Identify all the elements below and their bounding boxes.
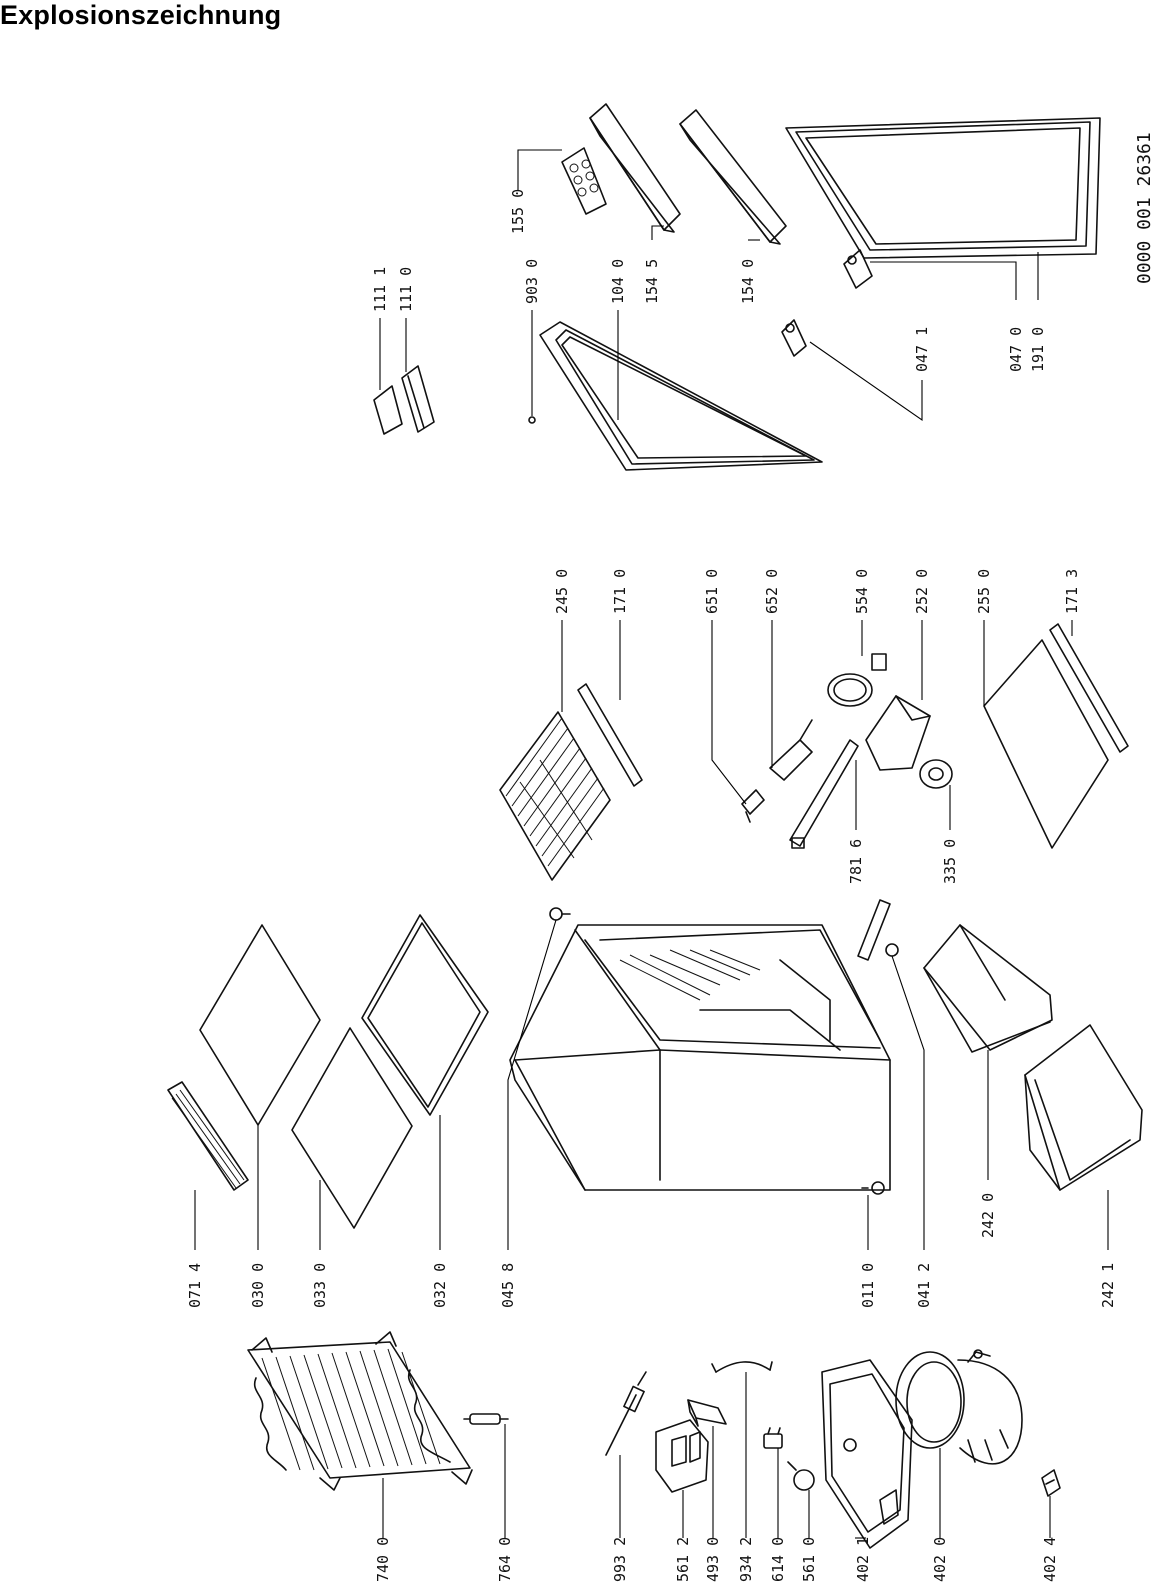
- label-903-0: 903 0: [523, 259, 541, 304]
- lamp-holder: [741, 789, 765, 823]
- egg-tray: [561, 147, 607, 215]
- relay-block: [655, 1419, 709, 1493]
- label-171-0: 171 0: [611, 569, 629, 614]
- lower-hinge: [843, 249, 873, 289]
- label-155-0: 155 0: [509, 189, 527, 234]
- door-handle: [373, 365, 435, 435]
- label-033-0: 033 0: [311, 1263, 329, 1308]
- label-252-0: 252 0: [913, 569, 931, 614]
- screw: [528, 416, 536, 424]
- label-255-0: 255 0: [975, 569, 993, 614]
- wire-shelf: [499, 711, 611, 881]
- label-242-0: 242 0: [979, 1193, 997, 1238]
- crisper-cover: [983, 639, 1109, 849]
- lamp-cover: [789, 739, 859, 849]
- label-402-1: 402 1: [854, 1537, 872, 1582]
- label-111-1: 111 1: [371, 267, 389, 312]
- part-labels: 740 0 764 0 993 2 561 2 493 0 934 2 614 …: [186, 132, 1155, 1582]
- control-housing: [865, 695, 931, 771]
- overload-protector: [787, 1461, 815, 1491]
- label-071-4: 071 4: [186, 1263, 204, 1308]
- cover-trim: [1049, 623, 1129, 753]
- label-047-1: 047 1: [913, 327, 931, 372]
- label-493-0: 493 0: [704, 1537, 722, 1582]
- label-993-2: 993 2: [611, 1537, 629, 1582]
- door-bin: [679, 109, 787, 245]
- page-title: Explosionszeichnung: [0, 0, 282, 30]
- label-934-2: 934 2: [737, 1537, 755, 1582]
- compressor: [895, 1349, 1023, 1465]
- upper-hinge: [781, 319, 807, 357]
- label-111-0: 111 0: [397, 267, 415, 312]
- top-panel: [199, 924, 321, 1126]
- shelf-trim: [577, 683, 643, 787]
- thermostat-sensor: [605, 1371, 647, 1456]
- label-047-0: 047 0: [1007, 327, 1025, 372]
- label-652-0: 652 0: [763, 569, 781, 614]
- label-171-3: 171 3: [1063, 569, 1081, 614]
- label-104-0: 104 0: [609, 259, 627, 304]
- label-402-4: 402 4: [1041, 1537, 1059, 1582]
- label-245-0: 245 0: [553, 569, 571, 614]
- glass-shelf: [291, 1027, 413, 1229]
- leader-lines: [194, 149, 1109, 1539]
- door-frame: [539, 321, 823, 471]
- compressor-clip: [1041, 1469, 1061, 1497]
- label-032-0: 032 0: [431, 1263, 449, 1308]
- label-561-2: 561 2: [674, 1537, 692, 1582]
- door-bin-small: [589, 103, 681, 233]
- compressor-baseplate: [821, 1359, 913, 1549]
- door-switch: [769, 719, 813, 781]
- label-154-5: 154 5: [643, 259, 661, 304]
- crisper-drawer-large: [1024, 1024, 1143, 1191]
- hinge-bracket: [857, 899, 899, 961]
- document-number: 0000 001 26361: [1134, 132, 1155, 284]
- condenser-coil: [247, 1331, 473, 1491]
- adjustable-foot: [861, 1181, 885, 1195]
- label-030-0: 030 0: [249, 1263, 267, 1308]
- label-764-0: 764 0: [496, 1537, 514, 1582]
- label-011-0: 011 0: [859, 1263, 877, 1308]
- cabinet: [509, 924, 891, 1191]
- starter-cap: [687, 1399, 727, 1427]
- label-554-0: 554 0: [853, 569, 871, 614]
- label-402-0: 402 0: [931, 1537, 949, 1582]
- label-154-0: 154 0: [739, 259, 757, 304]
- wire-clip: [711, 1361, 773, 1373]
- door-gasket: [785, 117, 1101, 259]
- terminal-connector: [763, 1427, 783, 1449]
- label-740-0: 740 0: [374, 1537, 392, 1582]
- label-045-8: 045 8: [499, 1263, 517, 1308]
- bolt: [549, 907, 571, 921]
- filter-drier: [463, 1413, 509, 1425]
- label-561-0: 561 0: [800, 1537, 818, 1582]
- fan-ring: [827, 653, 887, 707]
- label-335-0: 335 0: [941, 839, 959, 884]
- crisper-drawer: [923, 924, 1053, 1053]
- thermostat-knob: [919, 759, 953, 789]
- label-651-0: 651 0: [703, 569, 721, 614]
- label-242-1: 242 1: [1099, 1263, 1117, 1308]
- shelf-frame: [361, 914, 489, 1116]
- label-041-2: 041 2: [915, 1263, 933, 1308]
- label-781-6: 781 6: [847, 839, 865, 884]
- label-191-0: 191 0: [1029, 327, 1047, 372]
- label-614-0: 614 0: [769, 1537, 787, 1582]
- vent-grille: [167, 1081, 249, 1191]
